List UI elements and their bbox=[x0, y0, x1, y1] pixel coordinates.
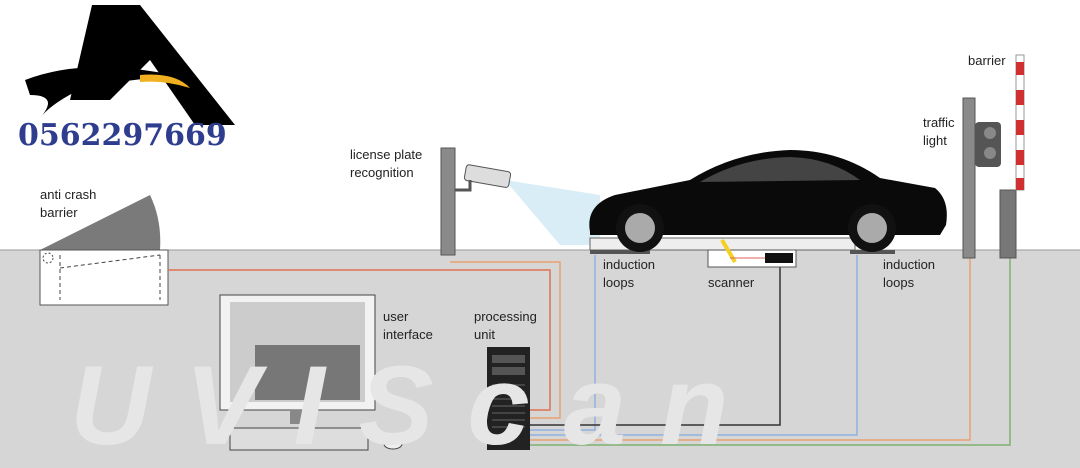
label-anti-crash-barrier: anti crash barrier bbox=[40, 187, 97, 220]
barrier-pit-outline bbox=[59, 254, 161, 300]
induction-loop-right bbox=[850, 250, 895, 254]
label-processing-unit: processing unit bbox=[474, 309, 537, 342]
lpr-pole bbox=[440, 147, 456, 256]
processing-unit-icon bbox=[487, 347, 530, 450]
mouse-icon bbox=[383, 438, 403, 450]
eagle-logo bbox=[25, 5, 235, 125]
barrier-post bbox=[999, 189, 1017, 259]
label-user-interface: user interface bbox=[383, 309, 433, 342]
scanner-icon bbox=[765, 253, 793, 263]
label-traffic-light: traffic light bbox=[923, 115, 955, 148]
anti-crash-barrier bbox=[40, 195, 161, 250]
barrier-pit bbox=[39, 249, 169, 306]
induction-loop-left bbox=[590, 250, 650, 254]
monitor-icon bbox=[219, 294, 376, 424]
ground bbox=[0, 250, 1080, 468]
traffic-light-icon bbox=[975, 122, 1001, 167]
camera-mount bbox=[455, 180, 472, 192]
wires bbox=[168, 255, 1011, 446]
label-induction-loops-right: induction loops bbox=[883, 257, 936, 290]
keyboard-icon bbox=[229, 427, 369, 451]
watermark: UVIScan bbox=[70, 343, 763, 468]
label-scanner: scanner bbox=[708, 275, 755, 290]
phone-number: 0562297669 bbox=[18, 118, 227, 153]
camera-icon bbox=[463, 164, 512, 188]
label-barrier: barrier bbox=[968, 53, 1006, 68]
label-induction-loops-left: induction loops bbox=[603, 257, 656, 290]
barrier-hinge-icon bbox=[42, 252, 54, 264]
label-license-plate-recognition: license plate recognition bbox=[350, 147, 423, 180]
camera-beam bbox=[505, 180, 600, 245]
car bbox=[589, 150, 947, 252]
traffic-light-pole bbox=[962, 97, 976, 259]
